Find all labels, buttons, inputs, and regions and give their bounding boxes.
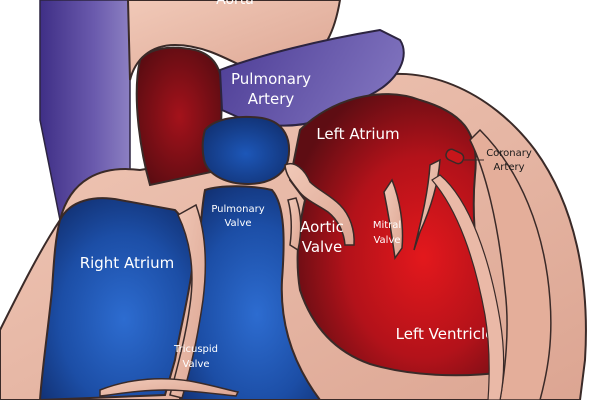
mitral-valve-label-line2: Valve: [373, 235, 400, 246]
ventricle-outer-wall: [469, 128, 552, 400]
pulmonary-artery-label-line2: Artery: [248, 90, 295, 108]
aortic-valve-label-line2: Valve: [302, 238, 343, 256]
pulmonary-artery-label-line1: Pulmonary: [231, 70, 311, 88]
pulmonary-valve-label-line1: Pulmonary: [211, 204, 264, 215]
tricuspid-valve-leaflets: [99, 378, 240, 397]
right-atrium-label: Right Atrium: [80, 254, 175, 272]
atrial-septum: [169, 203, 207, 399]
coronary-artery: [445, 148, 484, 165]
aorta-label: Aorta: [216, 0, 254, 8]
tricuspid-valve-label-line1: Tricuspid: [173, 344, 218, 355]
coronary-artery-label-line1: Coronary: [486, 148, 532, 159]
aortic-valve-flap: [284, 163, 355, 246]
mitral-valve-leaflet-front: [383, 178, 404, 260]
pulmonary-valve-label-line2: Valve: [224, 218, 251, 229]
left-atrium-label: Left Atrium: [316, 125, 399, 143]
mitral-valve-label-line1: Mitral: [373, 220, 401, 231]
coronary-artery-label-line2: Artery: [493, 162, 524, 173]
aortic-valve-label-line1: Aortic: [300, 218, 344, 236]
tricuspid-valve-label-line2: Valve: [182, 359, 209, 370]
pulmonary-trunk-lumen: [201, 115, 290, 186]
aortic-valve-cusp: [287, 197, 302, 252]
right-atrium-chamber: [38, 197, 194, 400]
left-ventricle-label: Left Ventricle: [396, 325, 495, 343]
